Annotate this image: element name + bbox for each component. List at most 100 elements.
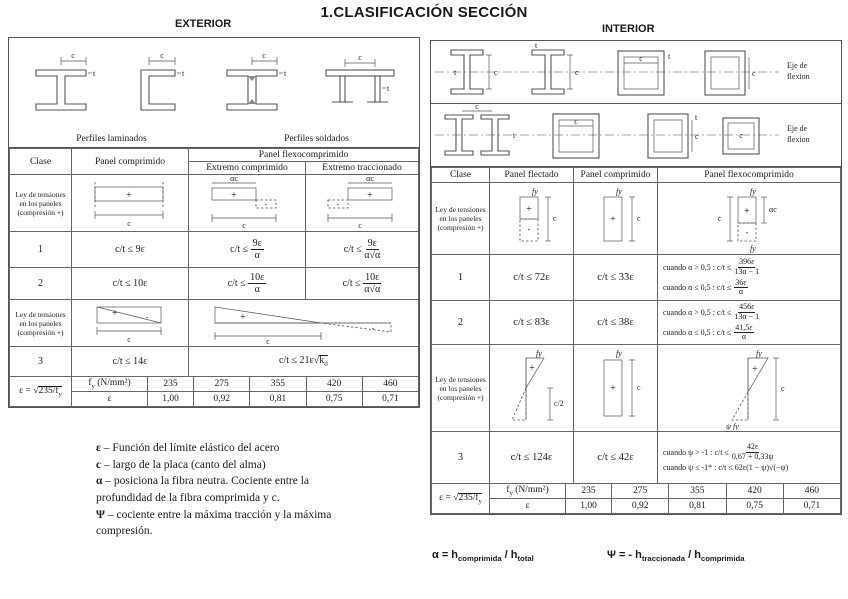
dim-t: t xyxy=(695,113,698,122)
exterior-classification-table: Clase Panel comprimido Panel flexocompri… xyxy=(9,148,419,377)
dim-c: c xyxy=(639,54,643,63)
psi-pre: Ψ = - h xyxy=(607,549,642,561)
clase-1-label: 1 xyxy=(431,254,490,301)
dim-c: c xyxy=(752,69,756,78)
dim-alpha-c: αc xyxy=(366,176,374,183)
denominator: α xyxy=(254,250,260,261)
condition-text: cuando α ≤ 0,5 : c/t ≤ xyxy=(663,328,732,338)
stress-diagram-c3-flexo: fy + c ψ fy xyxy=(657,344,841,433)
dim-c: c xyxy=(358,53,362,62)
formula-prefix: c/t ≤ 21ε xyxy=(279,354,314,366)
legend-line-psi: Ψ – cociente entre la máxima tracción y … xyxy=(96,507,346,540)
label-perfiles-laminados: Perfiles laminados xyxy=(76,134,147,144)
eps-row-label: ε xyxy=(489,498,566,515)
eps-value: 0,81 xyxy=(668,498,727,515)
radicand-base: k xyxy=(319,354,325,366)
table-row: Extremo comprimido Extremo traccionado xyxy=(10,161,419,175)
stress-figure: fy + - c xyxy=(519,187,557,241)
dim-c: c xyxy=(266,337,270,345)
clase-2-label: 2 xyxy=(431,299,490,346)
sqrt-sign: √ xyxy=(313,354,320,366)
stress-diagram-flexocomprimido: fy + - αc c fy xyxy=(657,182,841,255)
limit-c3-flexo: c/t ≤ 21ε√kσ xyxy=(188,346,419,377)
stress-figure: + c xyxy=(94,182,164,228)
denominator: 13α − 1 xyxy=(734,311,760,321)
interior-sections-row2: c t c c t c Eje de flexion xyxy=(431,104,841,167)
interior-sections-figure-2: c t c c t c Eje de flexion xyxy=(435,104,810,159)
eps-radicand: 235/fy xyxy=(38,385,62,397)
table-row: Clase Panel flectado Panel comprimido Pa… xyxy=(431,167,841,183)
denominator: α√α xyxy=(364,284,381,295)
eps-radicand: 235/fy xyxy=(458,492,482,505)
fy-label: fy xyxy=(750,187,756,196)
dim-c: c xyxy=(574,117,578,126)
legend-symbol: Ψ xyxy=(96,508,105,521)
eps-value: 0,71 xyxy=(782,498,842,515)
minus-sign: - xyxy=(528,225,531,234)
limit-c1-comprimido: c/t ≤ 9ε xyxy=(71,231,189,268)
dim-c: c xyxy=(553,214,557,223)
limit-c1-comprimido: c/t ≤ 33ε xyxy=(573,254,658,301)
page-title: 1.CLASIFICACIÓN SECCIÓN xyxy=(320,4,528,21)
alpha-pre: α = h xyxy=(432,549,459,561)
minus-sign: - xyxy=(337,200,340,209)
table-row: ε 1,00 0,92 0,81 0,75 0,71 xyxy=(432,498,842,515)
fy-value: 275 xyxy=(192,376,251,392)
fy-unit: (N/mm²) xyxy=(94,378,131,389)
eps-value: 0,75 xyxy=(725,498,784,515)
fy-label: fy xyxy=(616,349,622,358)
clase-3-label: 3 xyxy=(9,346,72,377)
stress-figure: fy + c xyxy=(603,187,641,241)
psi-mid: / h xyxy=(685,549,701,561)
stress-diagram-extremo-traccionado: αc + - c xyxy=(305,174,419,232)
denominator: α xyxy=(741,332,747,342)
dim-t: t xyxy=(535,41,538,50)
denominator: α xyxy=(254,284,260,295)
eps-value: 0,81 xyxy=(249,391,307,407)
eje-flexion-label: Eje de xyxy=(787,61,808,70)
formula-prefix: c/t ≤ xyxy=(342,277,361,289)
legend-symbol: α xyxy=(96,475,103,488)
alpha-sub1: comprimida xyxy=(458,554,502,564)
minus-sign: - xyxy=(372,324,375,333)
weld-mark xyxy=(247,76,256,81)
limit-c2-flectado: c/t ≤ 83ε xyxy=(489,299,574,346)
table-row: ε = √235/fy fy (N/mm²) 235 275 355 420 4… xyxy=(9,376,420,407)
stress-figure: fy + c ψ fy xyxy=(726,349,785,430)
plus-sign: + xyxy=(610,214,616,225)
rolled-i-beam-figure: c t xyxy=(35,51,96,111)
eje-flexion-label: Eje de xyxy=(787,124,808,133)
eje-flexion-label: flexion xyxy=(787,135,810,144)
stress-figure: + - c xyxy=(214,306,392,345)
limit-c3-comprimido: c/t ≤ 42ε xyxy=(573,431,658,485)
condition-2: cuando ψ ≤ -1* : c/t ≤ 62ε(1 − ψ)√(−ψ) xyxy=(660,462,838,473)
fy-header: fy (N/mm²) xyxy=(71,376,148,392)
ley-tensiones-label-1: Ley de tensiones en los paneles (compres… xyxy=(431,182,490,255)
plus-sign: + xyxy=(610,383,616,394)
fy-value: 460 xyxy=(361,376,420,392)
dim-alpha-c: αc xyxy=(769,205,777,214)
dim-c: c xyxy=(575,68,579,77)
eps-value: 0,92 xyxy=(192,391,251,407)
label-perfiles-soldados: Perfiles soldados xyxy=(284,134,349,144)
minus-sign: - xyxy=(265,200,268,209)
numerator: 10ε xyxy=(248,272,267,284)
table-row: 3 c/t ≤ 14ε c/t ≤ 21ε√kσ xyxy=(9,346,419,377)
table-row: ε 1,00 0,92 0,81 0,75 0,71 xyxy=(10,391,420,407)
fy-value: 355 xyxy=(668,483,727,500)
denominator: α xyxy=(738,287,744,297)
psi-fy-label: ψ fy xyxy=(726,422,739,430)
epsilon-formula: ε = √235/fy xyxy=(431,483,490,515)
dim-alpha-c: αc xyxy=(230,176,238,183)
interior-sections-figure-1: c t c t c t c xyxy=(435,41,810,96)
dim-c: c xyxy=(475,104,479,111)
interior-panel: c t c t c t c xyxy=(430,40,842,516)
fy-value: 420 xyxy=(305,376,363,392)
stress-diagram-comprimido: + c xyxy=(71,174,189,232)
